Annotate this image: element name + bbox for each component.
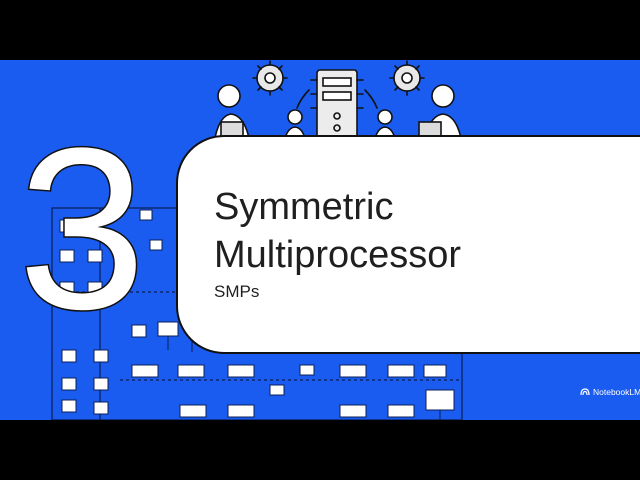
slide-subtitle: SMPs — [214, 282, 260, 301]
slide-number: 3 — [17, 99, 148, 359]
title-card — [176, 135, 640, 354]
brand-watermark: NotebookLM — [580, 387, 640, 397]
gear-icon — [389, 60, 425, 96]
gear-icon — [252, 60, 288, 96]
slide: 3 — [0, 60, 640, 420]
svg-text:3: 3 — [18, 100, 146, 357]
notebooklm-logo-icon — [580, 388, 590, 396]
server-icon — [296, 69, 378, 145]
slide-title-line-1: Symmetric — [214, 186, 394, 228]
brand-name: NotebookLM — [593, 387, 640, 397]
slide-title-line-2: Multiprocessor — [214, 234, 462, 276]
